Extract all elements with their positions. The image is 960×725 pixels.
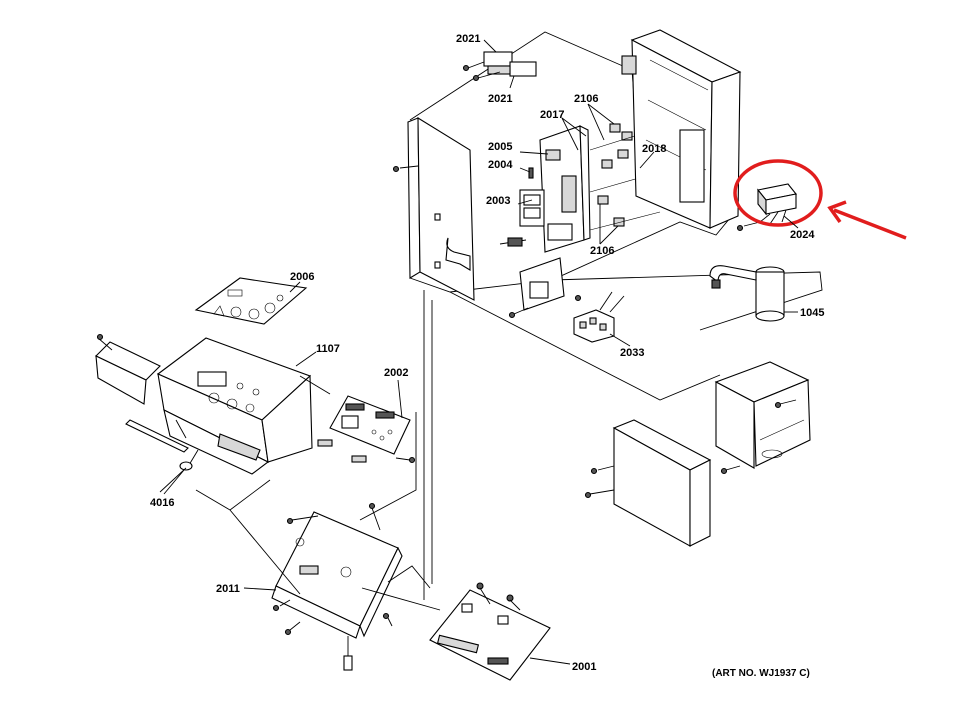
display-board-2002 [317, 395, 416, 464]
sensor-probe-4016 [125, 419, 193, 493]
label-4016: 4016 [150, 497, 174, 509]
label-2003: 2003 [486, 195, 510, 207]
label-2033: 2033 [620, 347, 644, 359]
label-2021-top: 2021 [456, 33, 480, 45]
control-box-housing [621, 29, 742, 229]
label-2018: 2018 [642, 143, 666, 155]
main-board-2001 [429, 582, 551, 681]
label-2005: 2005 [488, 141, 512, 153]
control-board-2003 [499, 125, 591, 253]
touch-overlay-2006 [194, 277, 308, 325]
control-panel-housing-1107 [156, 337, 313, 475]
switches-2021 [462, 51, 537, 82]
label-1107: 1107 [316, 343, 340, 355]
label-2001: 2001 [572, 661, 596, 673]
label-2002: 2002 [384, 367, 408, 379]
side-bracket [95, 333, 161, 405]
mounting-frame-2011 [271, 502, 403, 671]
wire-harness-lines [195, 290, 441, 611]
label-1045: 1045 [800, 307, 824, 319]
label-2021-bottom: 2021 [488, 93, 512, 105]
capacitor-1045 [709, 265, 785, 322]
lower-right-enclosure [584, 361, 811, 547]
art-number: (ART NO. WJ1937 C) [712, 668, 810, 679]
label-2106-bottom: 2106 [590, 245, 614, 257]
terminal-block-2033 [508, 257, 625, 343]
label-2017: 2017 [540, 109, 564, 121]
label-2006: 2006 [290, 271, 314, 283]
bracket-panel [392, 117, 475, 301]
leader-lines [163, 39, 799, 665]
label-2011: 2011 [216, 583, 240, 595]
highlight-callout [733, 159, 907, 240]
part-labels: 2021 2021 2106 2017 2005 2004 2003 2018 … [150, 33, 824, 679]
transformer-2024 [736, 183, 797, 232]
label-2106-top: 2106 [574, 93, 598, 105]
label-2024: 2024 [790, 229, 815, 241]
label-2004: 2004 [488, 159, 513, 171]
